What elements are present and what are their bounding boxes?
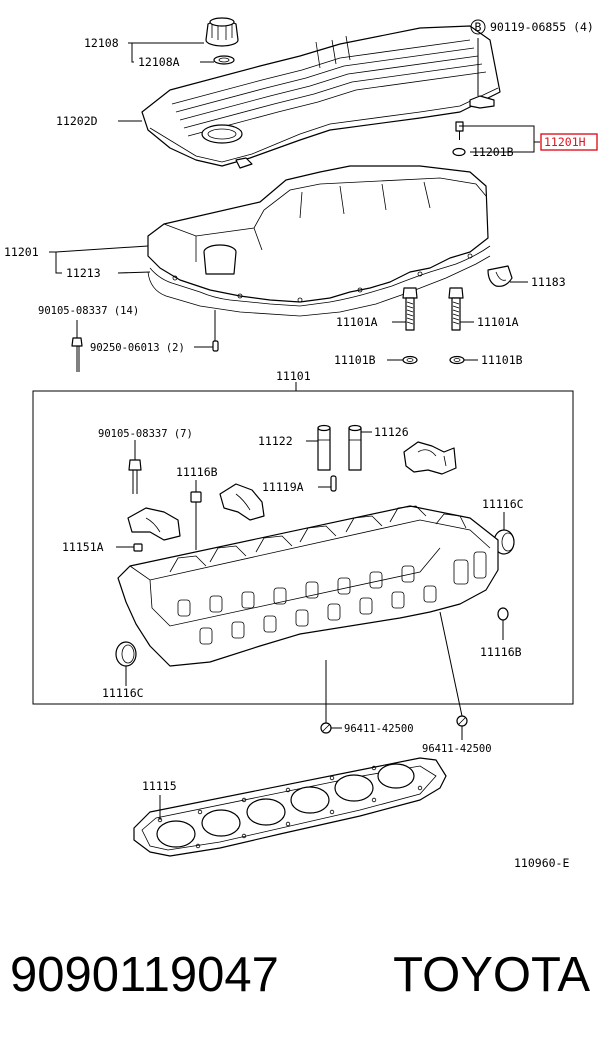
oil-filler-cap — [205, 17, 239, 47]
valve-cover — [141, 25, 501, 169]
label-12108A: 12108A — [138, 55, 180, 69]
label-11101A-left: 11101A — [336, 315, 378, 329]
valve-guide-2 — [348, 424, 362, 471]
label-11101B-right: 11101B — [481, 353, 523, 367]
pin-11119A — [330, 475, 337, 492]
label-11101A-right: 11101A — [477, 315, 519, 329]
head-cover — [147, 165, 491, 317]
highlight-box — [540, 133, 598, 151]
label-11202D: 11202D — [56, 114, 98, 128]
label-90105-7: 90105-08337 (7) — [98, 428, 193, 440]
label-11116C-left: 11116C — [102, 686, 144, 700]
plug-96411-left — [320, 722, 332, 734]
label-11126: 11126 — [374, 425, 409, 439]
circle-b-marker — [470, 19, 486, 35]
nut-11116B — [190, 491, 202, 503]
label-11101: 11101 — [276, 369, 311, 383]
label-circle-b: B — [475, 20, 482, 34]
label-11201: 11201 — [4, 245, 39, 259]
label-11183: 11183 — [531, 275, 566, 289]
label-11213: 11213 — [66, 266, 101, 280]
cylinder-head — [117, 505, 499, 667]
label-90119: 90119-06855 (4) — [490, 20, 594, 34]
footer: 9090119047 TOYOTA — [10, 935, 590, 1015]
diagram-reference-code: 110960-E — [514, 856, 569, 870]
plug-11116C-left — [115, 641, 137, 667]
head-bolt-washer-right — [449, 355, 465, 365]
label-90250: 90250-06013 (2) — [90, 342, 185, 354]
label-11201H: 11201H — [544, 135, 586, 149]
cap-gasket — [213, 55, 235, 65]
label-11116B-top: 11116B — [176, 465, 218, 479]
plug-96411-right — [456, 715, 468, 727]
head-bolt-washer-left — [402, 355, 418, 365]
bearing-cap-top — [403, 441, 457, 475]
label-96411-left: 96411-42500 — [344, 723, 414, 735]
leader-lines — [49, 38, 540, 820]
dowel-11151A — [133, 543, 143, 552]
bearing-cap-mid — [219, 483, 265, 521]
bolt-90105-7 — [128, 459, 142, 494]
cover-bolt-90105 — [71, 337, 83, 372]
label-11119A: 11119A — [262, 480, 304, 494]
brand-name: TOYOTA — [393, 948, 590, 1002]
label-11201B: 11201B — [472, 145, 514, 159]
part-number: 9090119047 — [10, 948, 279, 1002]
label-11116B-right: 11116B — [480, 645, 522, 659]
half-moon-plug — [487, 265, 513, 287]
label-11122: 11122 — [258, 434, 293, 448]
label-11115: 11115 — [142, 779, 177, 793]
head-gasket — [133, 757, 447, 857]
cover-bolt — [452, 121, 466, 157]
head-bolt-left — [402, 287, 418, 331]
label-11116C-right: 11116C — [482, 497, 524, 511]
head-bolt-right — [448, 287, 464, 331]
label-90105-14: 90105-08337 (14) — [38, 305, 139, 317]
plug-11116B-right — [497, 607, 509, 621]
head-assembly-box — [32, 390, 574, 705]
label-11101B-left: 11101B — [334, 353, 376, 367]
label-12108: 12108 — [84, 36, 119, 50]
bearing-cap-left — [127, 507, 181, 541]
parts-diagram: 12108 12108A B 90119-06855 (4) 11202D 11… — [4, 17, 598, 870]
label-96411-right: 96411-42500 — [422, 743, 492, 755]
seal-90250 — [212, 340, 219, 352]
label-11151A: 11151A — [62, 540, 104, 554]
valve-guide — [317, 424, 331, 471]
